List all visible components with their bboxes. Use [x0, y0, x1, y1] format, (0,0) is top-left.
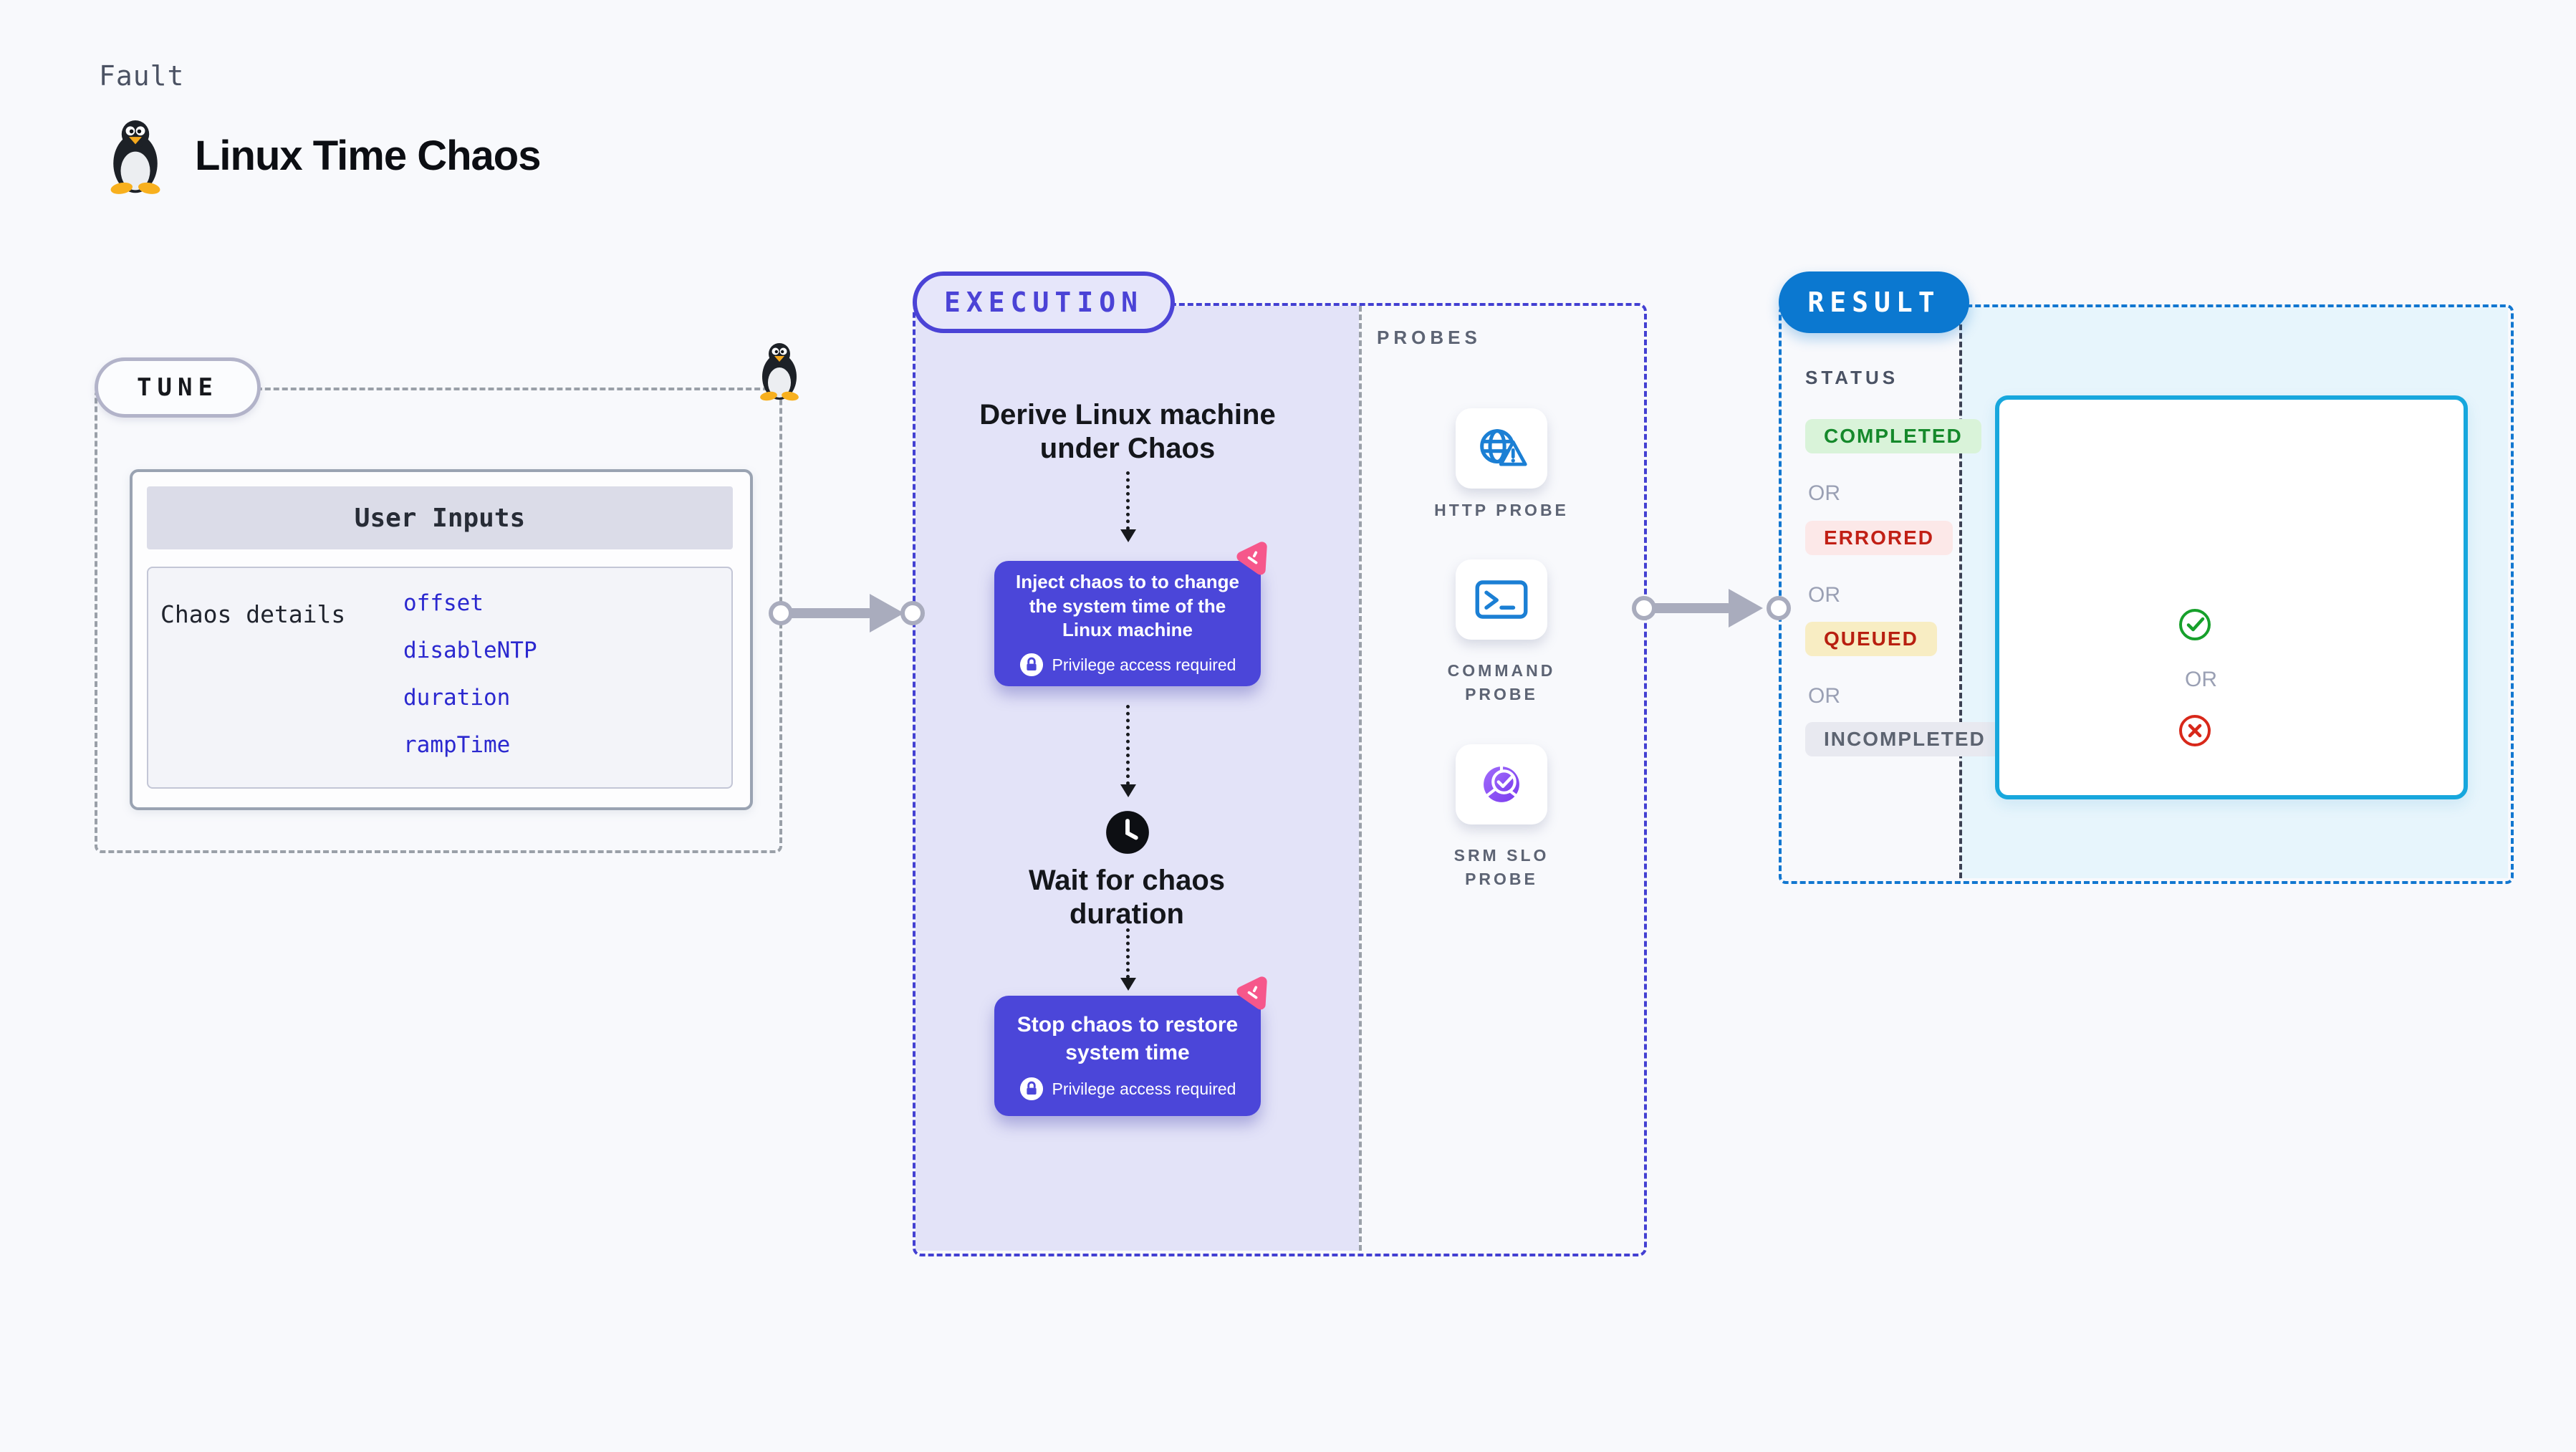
stop-chaos-label: Stop chaos to restore system time	[1017, 1013, 1239, 1064]
fault-kicker: Fault	[99, 60, 185, 92]
wait-step-label: Wait for chaos duration	[1028, 865, 1226, 931]
execution-probes-divider	[1359, 306, 1362, 1251]
param-link-offset[interactable]: offset	[403, 590, 484, 616]
stop-chaos-step: Stop chaos to restore system time Privil…	[994, 996, 1261, 1116]
user-inputs-header: User Inputs	[147, 486, 733, 549]
http-probe-label: HTTP PROBE	[1434, 501, 1569, 519]
privilege-row: Privilege access required	[1019, 653, 1236, 678]
passed-check-icon	[2179, 609, 2211, 640]
srm-slo-probe-icon	[1484, 765, 1519, 802]
http-probe-card	[1456, 408, 1547, 489]
result-badge-label: RESULT	[1807, 287, 1941, 318]
param-link-ramptime[interactable]: rampTime	[403, 732, 511, 758]
flow-arrow-2	[1120, 705, 1136, 797]
execution-badge-label: EXECUTION	[944, 287, 1143, 318]
param-link-disablentp[interactable]: disableNTP	[403, 638, 537, 663]
srm-slo-probe-label: SRM SLO PROBE	[1453, 846, 1549, 889]
result-status-divider	[1959, 307, 1962, 878]
flow-arrow-1	[1120, 471, 1136, 542]
srm-slo-probe-card	[1456, 744, 1547, 824]
lock-icon	[1019, 1077, 1044, 1101]
result-section-frame	[1779, 304, 2514, 884]
tune-badge: TUNE	[95, 357, 261, 418]
execution-badge: EXECUTION	[913, 271, 1175, 333]
execution-input-port	[900, 601, 925, 625]
flow-arrow-3	[1120, 928, 1136, 991]
execution-section-frame	[913, 303, 1647, 1256]
exec-result-arrow-line	[1651, 603, 1730, 613]
status-badge-incompleted: INCOMPLETED	[1805, 722, 2004, 756]
user-inputs-title: User Inputs	[354, 503, 526, 533]
result-badge: RESULT	[1779, 271, 1969, 333]
param-link-duration[interactable]: duration	[403, 685, 511, 711]
result-input-port	[1767, 596, 1791, 620]
chaos-details-label: Chaos details	[160, 600, 346, 628]
exec-result-arrow-head	[1729, 589, 1763, 628]
output-card	[1995, 395, 2468, 799]
or-separator: OR	[1808, 684, 1840, 708]
command-probe-icon	[1475, 580, 1528, 619]
execution-output-port	[1632, 596, 1656, 620]
tune-exec-arrow-line	[788, 608, 871, 618]
inject-chaos-label: Inject chaos to to change the system tim…	[1015, 570, 1240, 641]
derive-step-label: Derive Linux machine under Chaos	[979, 399, 1276, 465]
chaos-spark-icon	[1231, 539, 1277, 585]
tune-badge-label: TUNE	[137, 373, 218, 402]
status-badge-queued: QUEUED	[1805, 622, 1937, 656]
chaos-spark-icon	[1231, 973, 1277, 1020]
privilege-label: Privilege access required	[1052, 1079, 1236, 1098]
chaos-details-panel	[147, 567, 733, 789]
tux-penguin-small-icon	[759, 343, 799, 401]
inject-chaos-step: Inject chaos to to change the system tim…	[994, 561, 1261, 686]
probes-section-label: PROBES	[1377, 327, 1481, 348]
tune-exec-arrow-head	[870, 594, 904, 633]
privilege-row: Privilege access required	[1019, 1077, 1236, 1101]
or-separator: OR	[1808, 583, 1840, 607]
clock-icon	[1106, 811, 1149, 854]
page-title: Linux Time Chaos	[195, 133, 541, 179]
failed-x-icon	[2179, 715, 2211, 746]
status-column-label: STATUS	[1805, 367, 1899, 388]
tune-output-port	[769, 601, 793, 625]
or-separator: OR	[2185, 668, 2217, 691]
lock-icon	[1019, 653, 1044, 678]
http-probe-icon	[1480, 429, 1527, 466]
command-probe-card	[1456, 559, 1547, 640]
tux-penguin-icon	[110, 120, 161, 195]
status-badge-errored: ERRORED	[1805, 521, 1953, 555]
or-separator: OR	[1808, 481, 1840, 505]
command-probe-label: COMMAND PROBE	[1447, 661, 1556, 704]
status-badge-completed: COMPLETED	[1805, 419, 1981, 453]
privilege-label: Privilege access required	[1052, 655, 1236, 674]
